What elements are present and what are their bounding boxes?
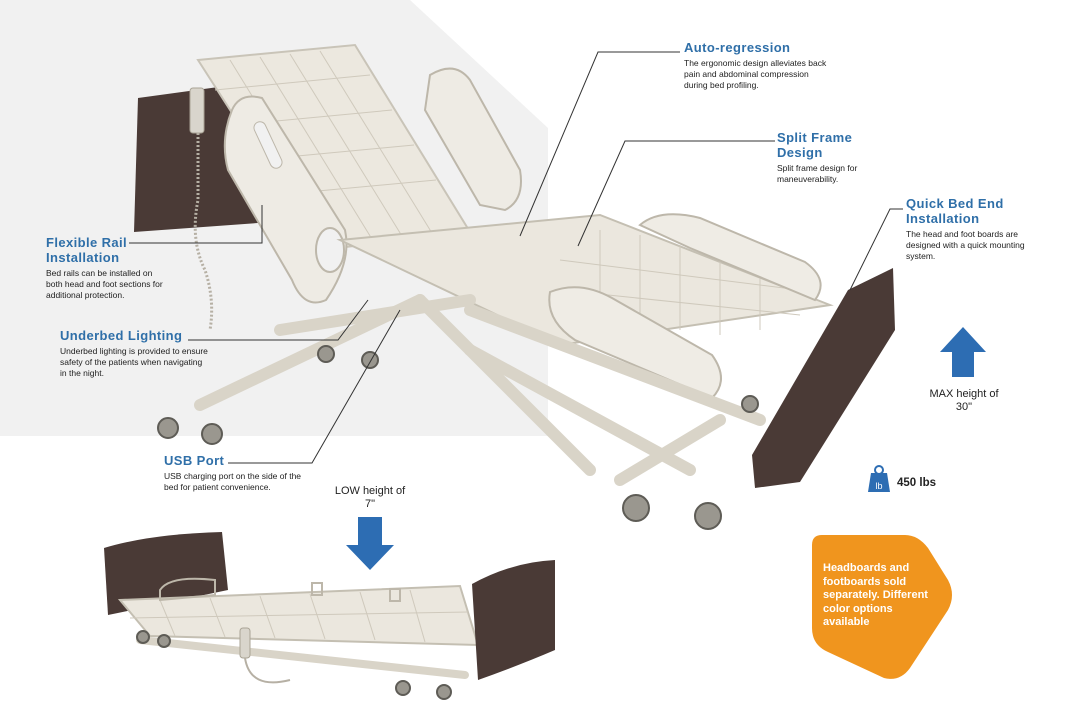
feature-split-frame: Split Frame Design Split frame design fo… [777,130,877,185]
low-headboard [104,532,228,615]
base-frame [194,294,766,486]
feature-title: Auto-regression [684,40,791,55]
feature-title: Underbed Lighting [60,328,183,343]
feature-description: Split frame design for maneuverability. [777,163,858,184]
weight-icon-text: lb [875,481,882,491]
feature-title: Flexible Rail Installation [46,235,128,265]
feature-quick-bed-end: Quick Bed End Installation The head and … [906,196,1034,262]
casters [157,345,759,530]
feature-underbed-lighting: Underbed Lighting Underbed lighting is p… [60,328,210,379]
low-height-label: LOW height of 7" [334,485,406,510]
feature-description: Bed rails can be installed on both head … [46,268,163,300]
feature-usb-port: USB Port USB charging port on the side o… [164,453,304,493]
callout-text: Headboards and footboards sold separatel… [823,562,928,628]
foot-side-rail-near [548,286,722,400]
low-casters [136,630,452,700]
weight-capacity: 450 lbs [897,477,936,489]
feature-title: Quick Bed End Installation [906,196,1004,226]
low-footboard [472,560,555,680]
feature-description: The ergonomic design alleviates back pai… [684,58,827,90]
feature-flexible-rail: Flexible Rail Installation Bed rails can… [46,235,171,301]
feature-title: USB Port [164,453,225,468]
low-mesh [129,589,469,643]
main-footboard [752,268,895,488]
foot-side-rail [638,213,822,302]
feature-title: Split Frame Design [777,130,853,160]
feature-description: The head and foot boards are designed wi… [906,229,1025,261]
feature-description: USB charging port on the side of the bed… [164,471,302,492]
feature-description: Underbed lighting is provided to ensure … [60,346,208,378]
max-height-label: MAX height of 30" [929,388,999,413]
head-side-rail-right [423,67,522,212]
feature-auto-regression: Auto-regression The ergonomic design all… [684,40,834,91]
